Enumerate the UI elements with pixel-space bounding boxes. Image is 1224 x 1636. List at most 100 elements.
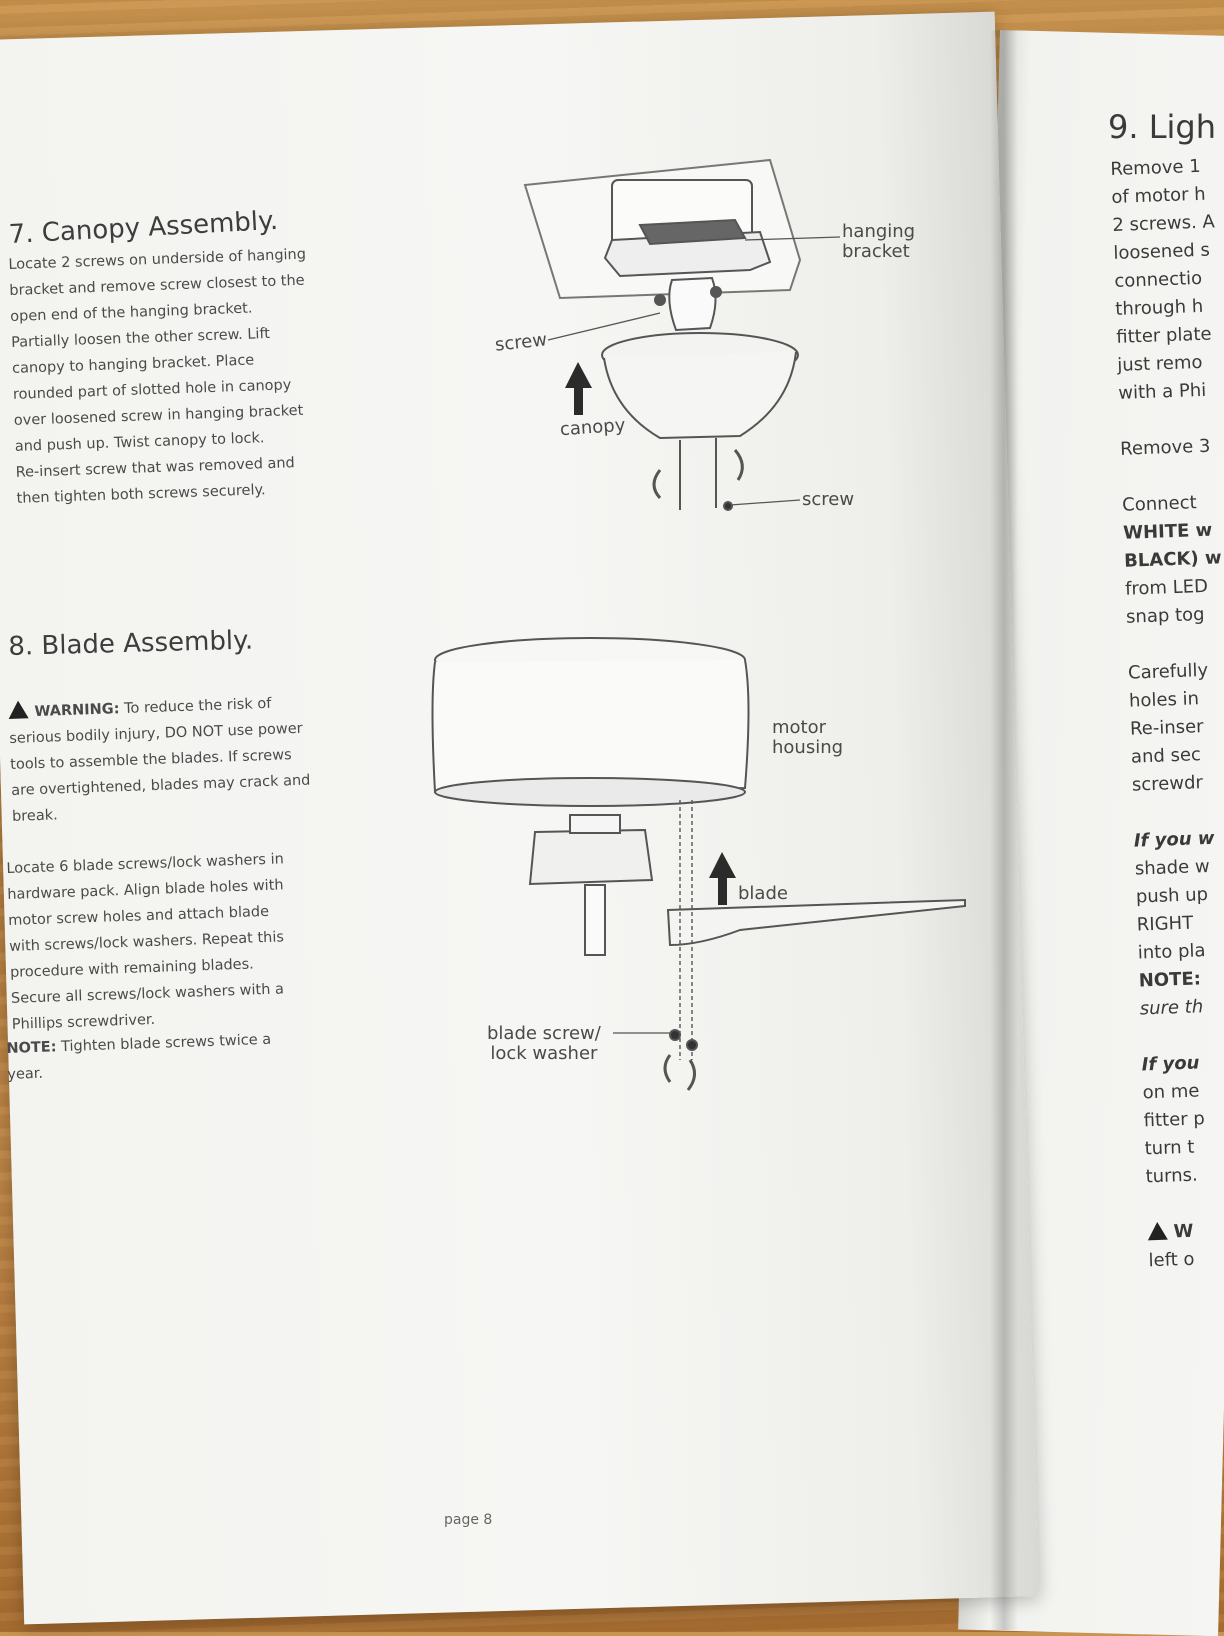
section-9-line: Remove 1 — [1110, 152, 1213, 184]
label-line: bracket — [842, 241, 910, 262]
book-gutter — [990, 30, 1018, 1630]
canopy-screw — [723, 501, 733, 511]
section-9-text: fitter p — [1143, 1108, 1206, 1132]
screw-rotate-left — [663, 1054, 672, 1083]
section-9-line — [1121, 460, 1224, 492]
section-9-text — [1121, 467, 1122, 488]
section-9-text: BLACK) w — [1123, 547, 1222, 572]
section-9-text: shade w — [1134, 855, 1210, 880]
warning-icon — [1147, 1221, 1168, 1241]
section-9-line: Carefully — [1128, 656, 1224, 688]
blade-shape — [666, 898, 966, 947]
section-9-text: through h — [1114, 295, 1204, 320]
blade-diagram — [431, 637, 966, 1091]
section-9-text: WHITE w — [1122, 519, 1213, 544]
rotate-arrow-left — [652, 469, 662, 500]
section-9-line: WHITE w — [1123, 516, 1224, 548]
section-9-text: If you w — [1133, 827, 1215, 852]
blade-screw-b — [686, 1039, 698, 1051]
switch-cap — [569, 814, 621, 834]
section-9-text: Remove 3 — [1119, 435, 1211, 460]
section-9-text: turns. — [1145, 1164, 1199, 1188]
section-9-text: left o — [1148, 1248, 1195, 1272]
label-motor-housing: motor housing — [772, 718, 843, 758]
section-9-line: connectio — [1114, 264, 1217, 296]
section-9-text: from LED — [1124, 575, 1209, 600]
section-9-text — [1119, 411, 1120, 432]
section-9-text: connectio — [1114, 267, 1203, 292]
section-9-text: and sec — [1130, 744, 1202, 768]
label-screw-right: screw — [802, 489, 855, 510]
section-9-text: Remove 1 — [1110, 155, 1202, 180]
section-9-text: of motor h — [1111, 183, 1206, 208]
section-9-line: screwdr — [1131, 768, 1224, 800]
section-9-text: fitter plate — [1115, 323, 1212, 348]
downrod — [679, 438, 717, 510]
section-9-text: just remo — [1116, 351, 1203, 376]
leader-screw-right — [729, 499, 801, 506]
light-stem — [584, 884, 606, 956]
section-9-line: RIGHT — [1136, 908, 1224, 940]
section-9-line: with a Phi — [1118, 376, 1221, 408]
section-9-text: Carefully — [1127, 659, 1209, 684]
section-9-line: of motor h — [1111, 180, 1214, 212]
section-9-line: sure th — [1139, 992, 1224, 1024]
section-9-line: snap tog — [1126, 600, 1224, 632]
section-9-text: screwdr — [1131, 772, 1204, 796]
section-9-line: If you — [1141, 1048, 1224, 1080]
section-9-text: push up — [1135, 884, 1209, 908]
section-9-line — [1127, 628, 1224, 660]
canopy-diagram — [523, 158, 841, 511]
section-9-line: turns. — [1145, 1160, 1224, 1192]
section-9-line — [1119, 404, 1222, 436]
section-9-text: NOTE: — [1138, 968, 1202, 992]
section-9-line: shade w — [1134, 852, 1224, 884]
motor-bottom — [434, 777, 746, 807]
label-line: housing — [772, 737, 844, 758]
label-line: blade screw/ — [487, 1023, 601, 1044]
section-9-line: Remove 3 — [1120, 432, 1223, 464]
section-9-text — [1140, 1026, 1141, 1047]
page-number: page 8 — [444, 1512, 493, 1528]
section-9-line: on me — [1142, 1076, 1224, 1108]
section-9-text: into pla — [1137, 940, 1206, 964]
section-9-text: with a Phi — [1117, 379, 1207, 404]
section-9-text: W — [1173, 1220, 1194, 1243]
label-line: hanging — [842, 221, 916, 242]
section-9-text: Re-inser — [1129, 716, 1204, 740]
leader-hanging-bracket — [744, 236, 841, 241]
downrod-ball — [668, 276, 717, 332]
section-9-line — [1132, 796, 1224, 828]
section-9-text — [1133, 803, 1134, 824]
section-9-text: sure th — [1139, 996, 1204, 1020]
section-9-line: from LED — [1125, 572, 1224, 604]
label-blade-screw: blade screw/ lock washer — [487, 1024, 601, 1064]
leader-screw-left — [547, 312, 661, 341]
label-blade: blade — [738, 883, 788, 904]
section-9-line: and sec — [1131, 740, 1224, 772]
section-9-line: NOTE: — [1138, 964, 1224, 996]
rotate-arrow-right — [733, 449, 744, 481]
section-9-line: into pla — [1137, 936, 1224, 968]
section-9-line — [1146, 1188, 1224, 1220]
section-9-title: 9. Ligh — [1108, 108, 1217, 146]
section-9-line: left o — [1148, 1244, 1224, 1276]
section-9-line: If you w — [1133, 824, 1224, 856]
section-9-line: BLACK) w — [1124, 544, 1224, 576]
section-9-line: push up — [1135, 880, 1224, 912]
section-9-text: Connect — [1121, 492, 1197, 516]
section-9-line: Connect — [1122, 488, 1224, 520]
section-9-line — [1140, 1020, 1224, 1052]
section-9-text — [1146, 1194, 1147, 1215]
section-9-line: just remo — [1117, 348, 1220, 380]
section-9-line: W — [1147, 1216, 1224, 1248]
section-9-text: 2 screws. A — [1112, 211, 1216, 236]
section-9-line: turn t — [1144, 1132, 1224, 1164]
hanging-bracket-shape — [603, 230, 772, 278]
section-9-line: fitter p — [1143, 1104, 1224, 1136]
label-line: motor — [772, 717, 827, 738]
label-hanging-bracket: hanging bracket — [842, 222, 915, 262]
up-arrow-icon — [565, 362, 592, 415]
screw-rotate-right — [686, 1059, 696, 1091]
